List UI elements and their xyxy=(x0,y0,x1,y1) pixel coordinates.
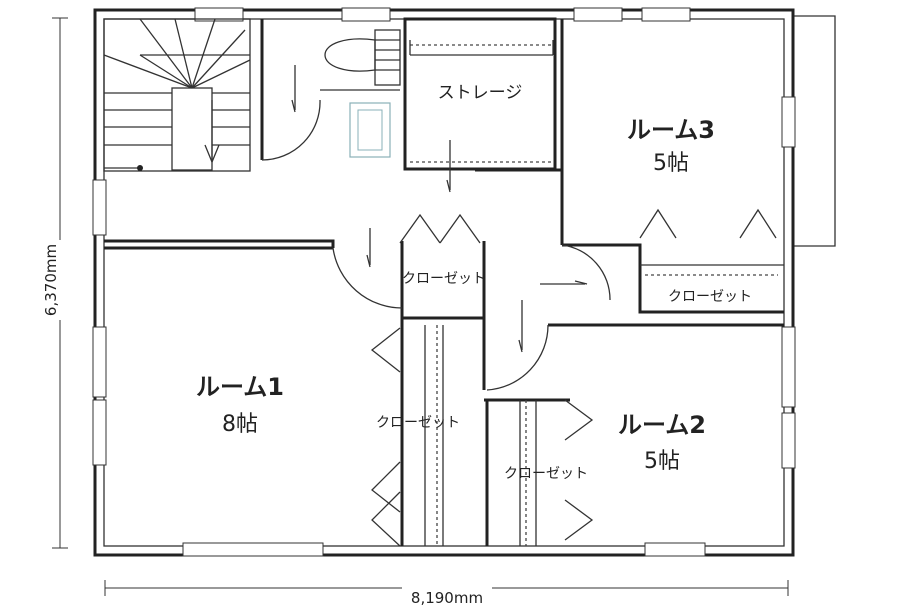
balcony xyxy=(793,15,836,247)
toilet-room xyxy=(260,19,407,170)
dimension-height: 6,370mm xyxy=(42,17,70,549)
room2-size: 5帖 xyxy=(644,449,680,474)
closet-room2-label: クローゼット xyxy=(504,466,588,482)
room3-size: 5帖 xyxy=(653,151,689,176)
staircase xyxy=(103,18,251,172)
room3-name: ルーム3 xyxy=(627,116,715,144)
dimension-width: 8,190mm xyxy=(104,580,789,607)
closet-room1-label: クローゼット xyxy=(376,415,460,431)
room3: ルーム3 5帖 クローゼット xyxy=(475,19,784,314)
width-dimension-label: 8,190mm xyxy=(411,589,483,607)
room2: ルーム2 5帖 クローゼット xyxy=(484,323,784,546)
room2-name: ルーム2 xyxy=(618,411,706,439)
room1-size: 8帖 xyxy=(222,412,258,437)
closet-room3-label: クローゼット xyxy=(668,289,752,305)
hall-closet: クローゼット xyxy=(104,213,523,390)
storage: ストレージ xyxy=(403,17,557,193)
storage-label: ストレージ xyxy=(438,83,523,103)
closet-hall-label: クローゼット xyxy=(402,271,486,287)
height-dimension-label: 6,370mm xyxy=(42,244,60,316)
room1: ルーム1 8帖 クローゼット xyxy=(196,325,460,547)
room1-name: ルーム1 xyxy=(196,373,284,401)
windows xyxy=(92,7,796,557)
